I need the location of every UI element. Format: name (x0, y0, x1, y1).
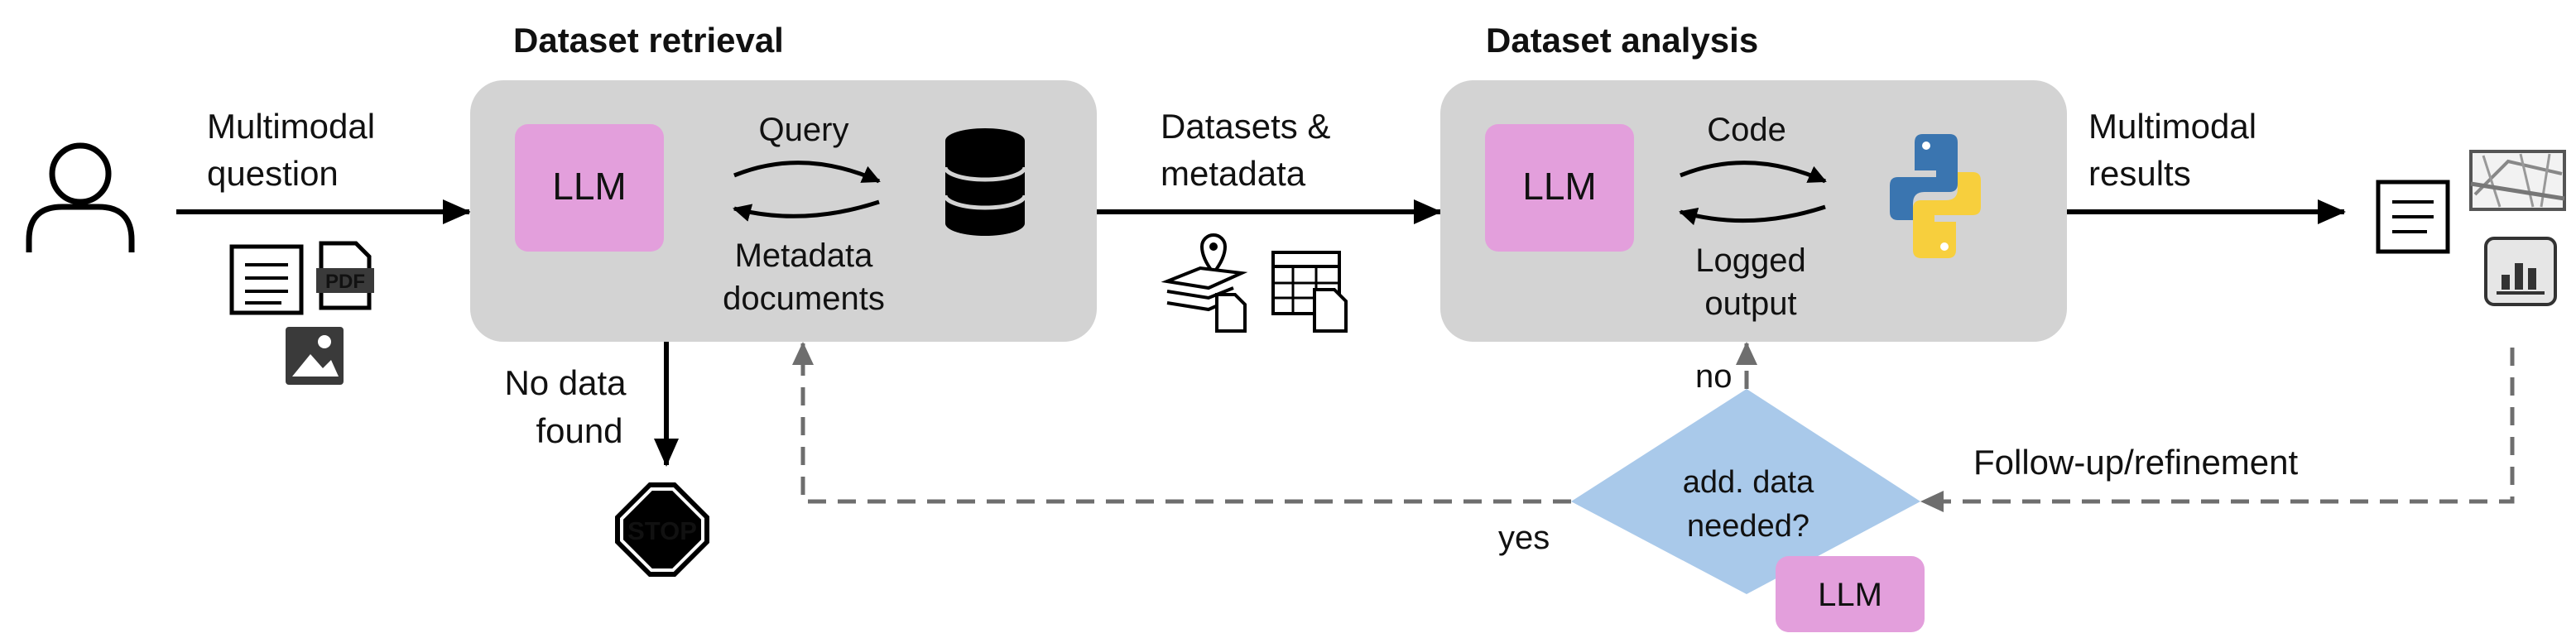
datasets-label-line2: metadata (1161, 154, 1306, 193)
document-icon (229, 244, 304, 315)
analysis-llm-label: LLM (1522, 165, 1596, 208)
input-label-line1: Multimodal (207, 107, 375, 146)
followup-arrow (1920, 348, 2515, 512)
query-arrow (733, 161, 881, 184)
map-layers-icon (1161, 233, 1248, 333)
logged-output-arrow (1679, 204, 1826, 226)
yes-label: yes (1498, 520, 1550, 556)
no-label: no (1695, 358, 1733, 395)
python-icon (1890, 134, 1981, 258)
results-label-line1: Multimodal (2088, 107, 2256, 146)
followup-label: Follow-up/refinement (1973, 443, 2299, 482)
document-icon (2376, 180, 2450, 254)
svg-text:PDF: PDF (325, 271, 365, 293)
logged-label-line2: output (1704, 285, 1796, 322)
user-icon (26, 142, 135, 252)
decision-label-line2: needed? (1687, 509, 1809, 544)
code-arrow (1680, 161, 1827, 184)
nodata-label-line1: No data (504, 363, 627, 402)
image-icon (286, 327, 344, 385)
table-icon (1271, 251, 1348, 333)
metadata-label-line2: documents (723, 281, 885, 317)
query-label: Query (759, 112, 849, 148)
nodata-label-line2: found (536, 411, 622, 450)
bar-chart-icon (2484, 237, 2557, 306)
svg-text:STOP: STOP (627, 516, 697, 545)
logged-label-line1: Logged (1695, 242, 1805, 279)
metadata-arrow (733, 199, 880, 222)
decision-llm-box (1776, 556, 1925, 632)
pdf-icon: PDF (316, 241, 374, 310)
decision-label-line1: add. data (1683, 465, 1814, 500)
retrieval-title: Dataset retrieval (513, 21, 784, 60)
analysis-llm-box (1485, 124, 1634, 252)
stop-sign-icon: STOP (615, 482, 709, 577)
yes-arrow (792, 342, 1571, 504)
analysis-title: Dataset analysis (1486, 21, 1758, 60)
map-icon (2469, 150, 2566, 211)
database-icon (943, 128, 1027, 236)
code-label: Code (1707, 112, 1786, 148)
decision-llm-label: LLM (1818, 577, 1882, 613)
datasets-label-line1: Datasets & (1161, 107, 1330, 146)
retrieval-llm-box (515, 124, 664, 252)
decision-diamond (1571, 389, 1920, 594)
input-label-line2: question (207, 154, 339, 193)
retrieval-llm-label: LLM (552, 165, 626, 208)
results-label-line2: results (2088, 154, 2191, 193)
metadata-label-line1: Metadata (735, 237, 874, 274)
